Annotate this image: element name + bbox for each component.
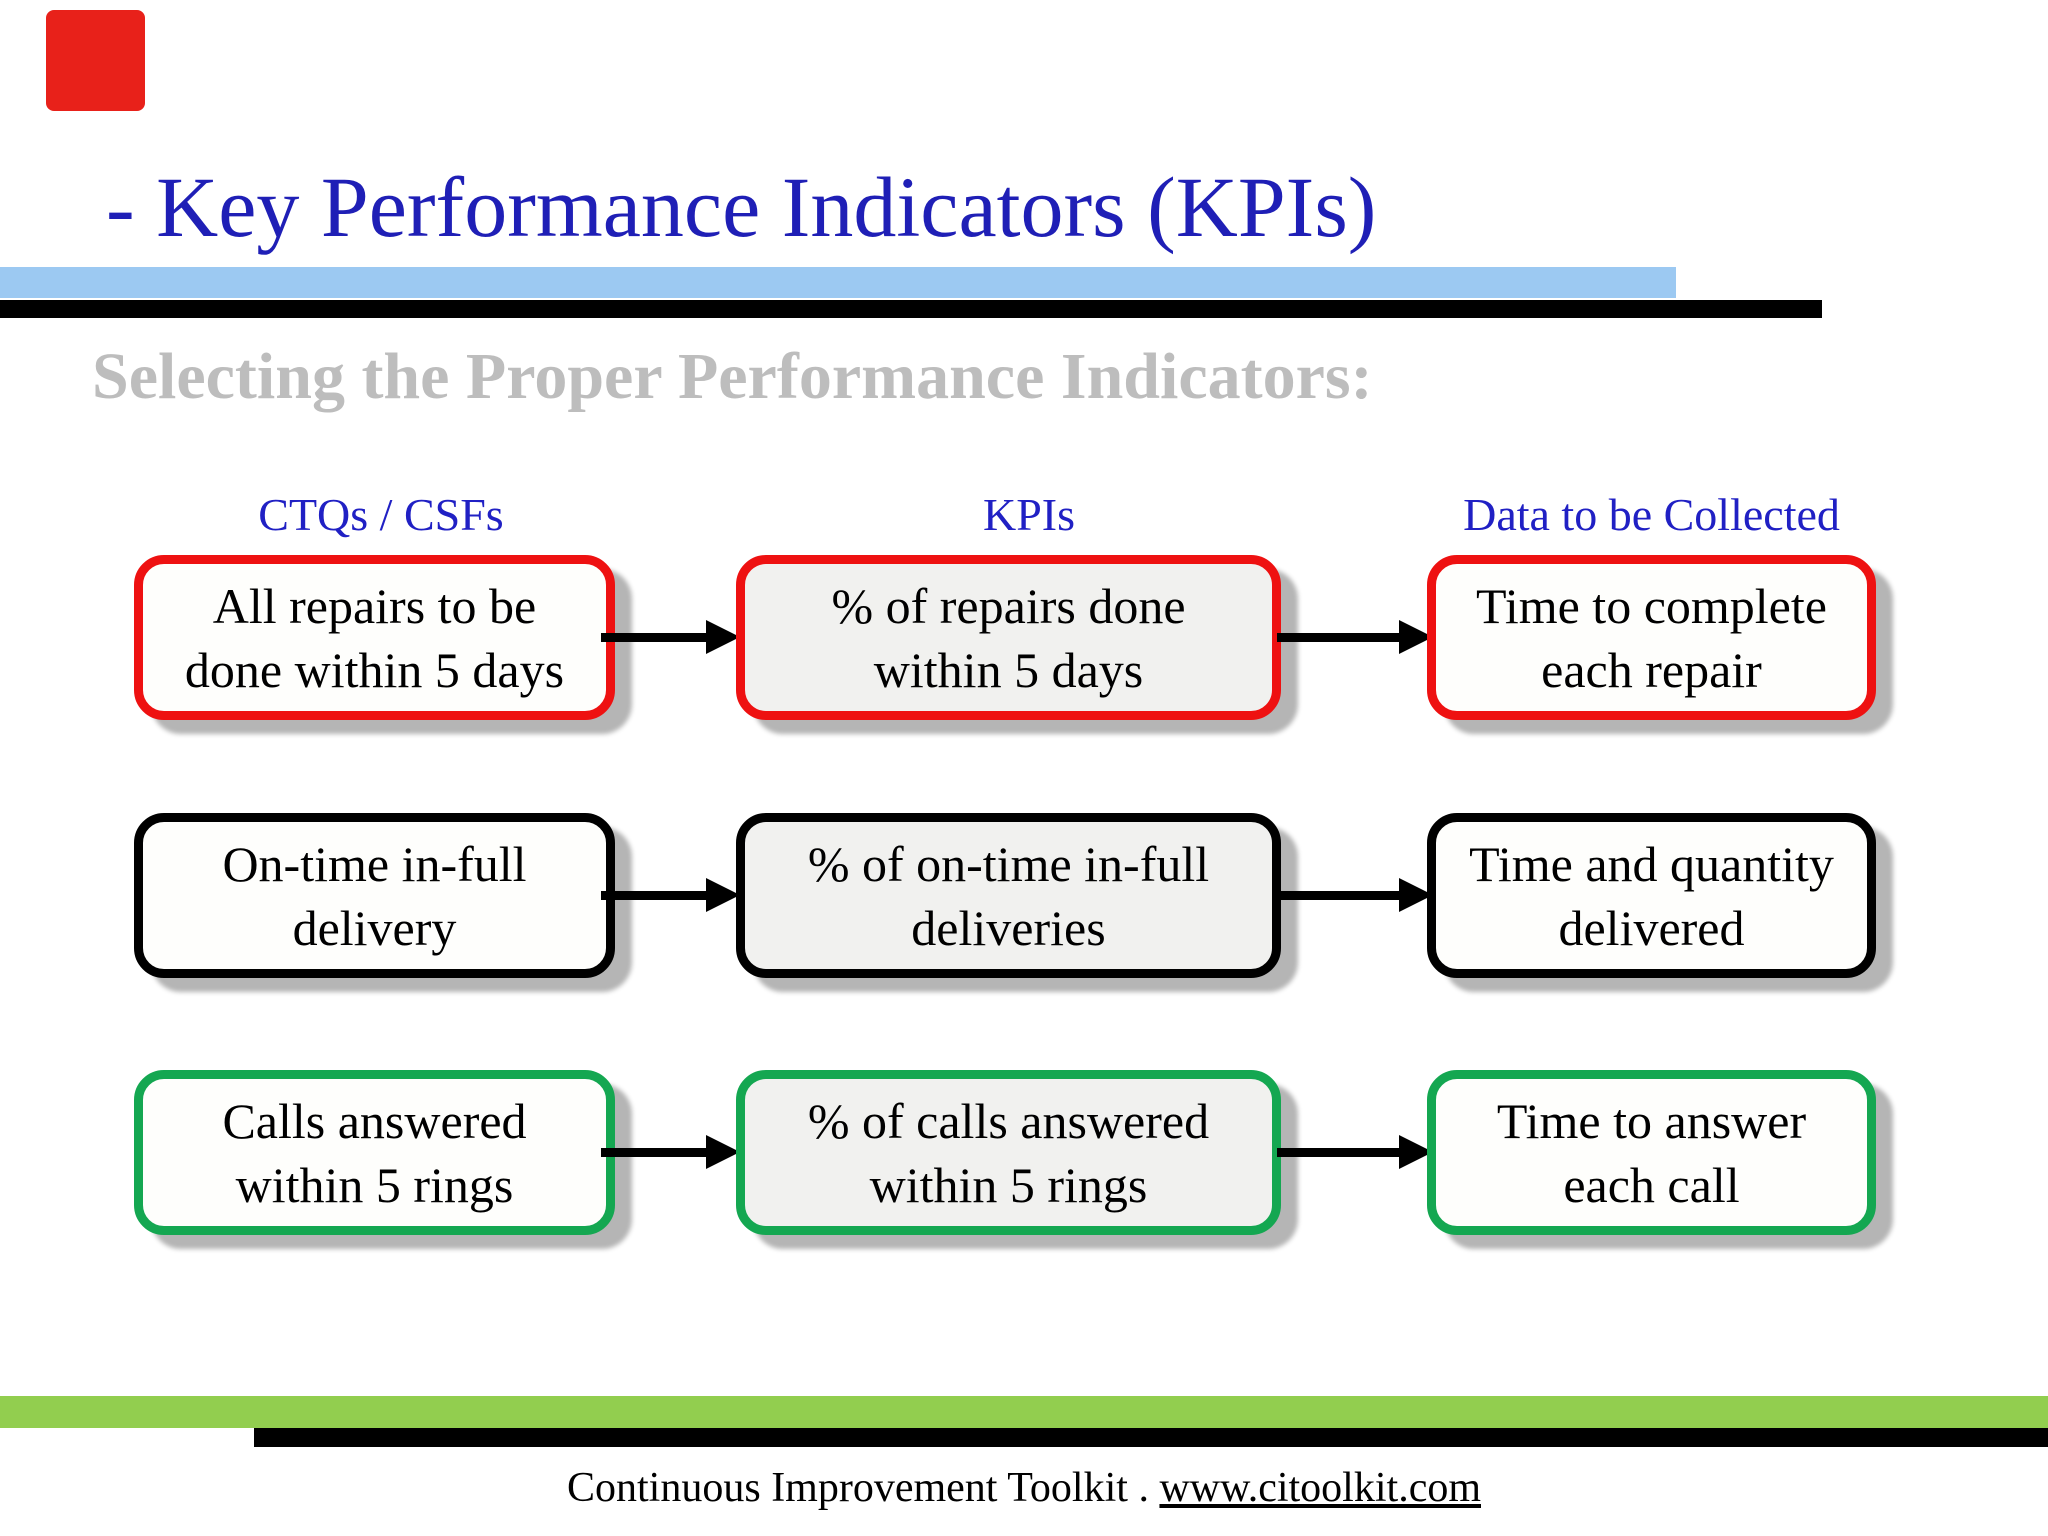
footer-accent-bar-green — [0, 1396, 2048, 1428]
arrow-right-icon — [601, 878, 740, 912]
box-data-repairs: Time to complete each repair — [1427, 555, 1876, 720]
footer-accent-bar-black — [254, 1428, 2048, 1447]
arrow-right-icon — [601, 1135, 740, 1169]
box-data-calls: Time to answer each call — [1427, 1070, 1876, 1235]
arrow-right-icon — [601, 620, 740, 654]
arrow-shaft — [601, 890, 714, 900]
arrow-head — [706, 1135, 740, 1169]
arrow-right-icon — [1277, 620, 1433, 654]
box-ctq-calls: Calls answered within 5 rings — [134, 1070, 615, 1235]
arrow-right-icon — [1277, 1135, 1433, 1169]
arrow-head — [706, 878, 740, 912]
title-accent-bar-black — [0, 300, 1822, 318]
arrow-shaft — [1277, 1147, 1407, 1157]
arrow-shaft — [601, 1147, 714, 1157]
corner-mark — [46, 10, 145, 111]
arrow-shaft — [1277, 890, 1407, 900]
column-header-ctqs: CTQs / CSFs — [258, 489, 504, 540]
column-header-data: Data to be Collected — [1463, 489, 1840, 540]
page-title: - Key Performance Indicators (KPIs) — [106, 159, 1377, 255]
footer-separator: . — [1127, 1465, 1160, 1511]
arrow-shaft — [1277, 632, 1407, 642]
subtitle: Selecting the Proper Performance Indicat… — [92, 340, 1373, 413]
column-header-kpis: KPIs — [982, 489, 1076, 540]
footer-link[interactable]: www.citoolkit.com — [1159, 1465, 1481, 1511]
arrow-head — [706, 620, 740, 654]
box-kpi-delivery: % of on-time in-full deliveries — [736, 813, 1281, 978]
box-ctq-delivery: On-time in-full delivery — [134, 813, 615, 978]
footer: Continuous Improvement Toolkit . www.cit… — [0, 1464, 2048, 1512]
footer-text: Continuous Improvement Toolkit — [567, 1465, 1128, 1511]
box-ctq-repairs: All repairs to be done within 5 days — [134, 555, 615, 720]
arrow-right-icon — [1277, 878, 1433, 912]
box-data-delivery: Time and quantity delivered — [1427, 813, 1876, 978]
box-kpi-repairs: % of repairs done within 5 days — [736, 555, 1281, 720]
box-kpi-calls: % of calls answered within 5 rings — [736, 1070, 1281, 1235]
title-accent-bar-blue — [0, 267, 1676, 298]
arrow-shaft — [601, 632, 714, 642]
